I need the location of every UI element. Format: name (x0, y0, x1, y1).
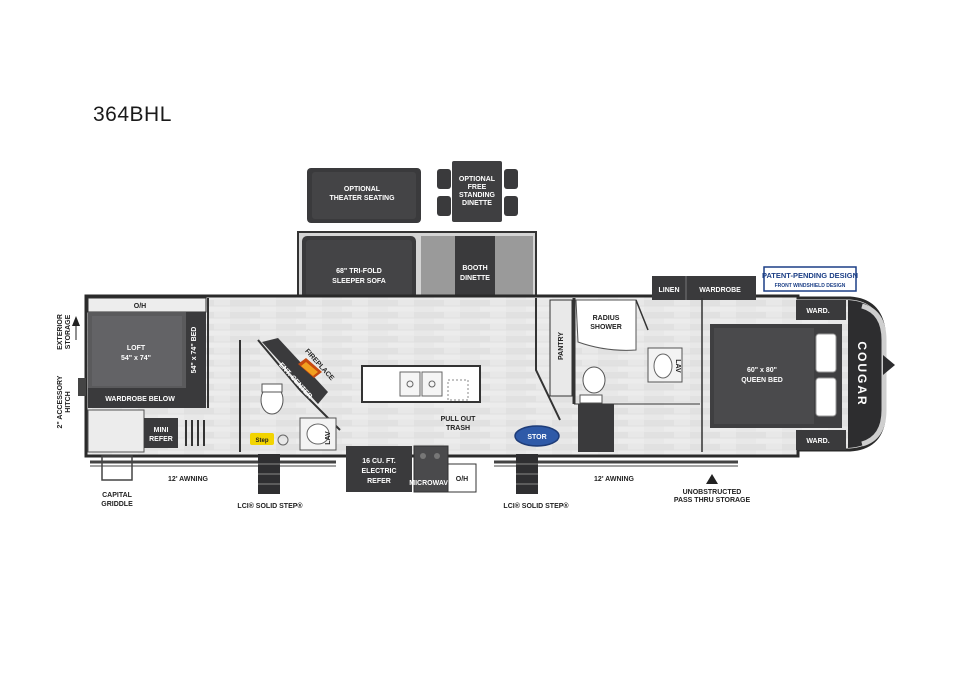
refer-2: ELECTRIC (362, 468, 397, 475)
linen-wardrobe: LINEN WARDROBE (652, 276, 756, 300)
theater-label-2: THEATER SEATING (329, 195, 395, 202)
model-title: 364BHL (93, 103, 172, 126)
sofa-label-2: SLEEPER SOFA (332, 278, 386, 285)
slideout-main: 68" TRI-FOLD SLEEPER SOFA BOOTH DINETTE (297, 231, 537, 303)
bunk-oh-label: O/H (134, 303, 146, 310)
kitchen-appliances: 16 CU. FT. ELECTRIC REFER MICROWAVE O/H (346, 445, 477, 493)
lav-rear: LAV (325, 431, 332, 445)
step-badge: Step (255, 438, 268, 444)
ward-top: WARD. (806, 308, 829, 315)
solid-step-right: LCI® SOLID STEP® (503, 502, 569, 510)
awning-right: 12' AWNING (594, 476, 634, 483)
step-right: LCI® SOLID STEP® (503, 454, 569, 510)
pull-out-trash-2: TRASH (446, 425, 470, 432)
bed-54-label: 54" x 74" BED (191, 327, 198, 374)
refer-1: 16 CU. FT. (362, 458, 396, 465)
microwave-label: MICROWAVE (409, 480, 453, 487)
dinette-opt-3: STANDING (459, 192, 496, 199)
rear-bath: LAV Step (239, 339, 341, 452)
dinette-opt-2: FREE (468, 184, 487, 191)
ext-storage-1: EXTERIOR (57, 314, 64, 350)
hitch-label-2: HITCH (65, 391, 72, 412)
master-bedroom: WARD. WARD. 60" x 80" QUEEN BED (701, 298, 846, 452)
bunk-room: O/H LOFT 54" x 74" 54" x 74" BED WARDROB… (87, 297, 209, 453)
stor-badge: STOR (514, 425, 560, 447)
shower-label-2: SHOWER (590, 324, 622, 331)
booth-label-1: BOOTH (462, 265, 487, 272)
dinette-opt-1: OPTIONAL (459, 176, 496, 183)
griddle-label-1: CAPITAL (102, 492, 133, 499)
kitchen-island: PULL OUT TRASH (361, 365, 481, 432)
lav-center: LAV (674, 359, 681, 373)
sofa-label-1: 68" TRI-FOLD (336, 268, 382, 275)
patent-badge: PATENT-PENDING DESIGN FRONT WINDSHIELD D… (762, 266, 858, 292)
stor-badge-label: STOR (527, 434, 546, 441)
wardrobe-label: WARDROBE (699, 287, 741, 294)
step-left: LCI® SOLID STEP® (237, 454, 303, 510)
awning-left: 12' AWNING (168, 476, 208, 483)
rear-exterior: EXTERIOR STORAGE 2" ACCESSORY HITCH (57, 314, 86, 428)
brand-logo: COUGAR (855, 341, 869, 406)
hitch-label-1: 2" ACCESSORY (57, 375, 64, 428)
queen-bed-2: QUEEN BED (741, 377, 783, 384)
mini-refer-2: REFER (149, 436, 173, 443)
ext-storage-2: STORAGE (65, 314, 72, 349)
wardrobe-below-label: WARDROBE BELOW (105, 396, 175, 403)
theater-label-1: OPTIONAL (344, 186, 381, 193)
pass-thru-1: UNOBSTRUCTED (683, 489, 742, 496)
pull-out-trash-1: PULL OUT (441, 416, 477, 423)
booth-label-2: DINETTE (460, 275, 490, 282)
capital-griddle: CAPITAL GRIDDLE (101, 455, 133, 508)
ward-bottom: WARD. (806, 438, 829, 445)
griddle-label-2: GRIDDLE (101, 501, 133, 508)
queen-bed-1: 60" x 80" (747, 367, 777, 374)
loft-label-1: LOFT (127, 345, 146, 352)
linen-label: LINEN (659, 287, 680, 294)
solid-step-left: LCI® SOLID STEP® (237, 502, 303, 510)
refer-3: REFER (367, 478, 391, 485)
patent-title: PATENT-PENDING DESIGN (762, 271, 858, 280)
pass-thru-storage: UNOBSTRUCTED PASS THRU STORAGE (674, 474, 751, 504)
kitchen-oh-label: O/H (456, 476, 468, 483)
patent-sub: FRONT WINDSHIELD DESIGN (775, 283, 846, 289)
optional-theater-seating: OPTIONAL THEATER SEATING (307, 168, 421, 223)
mini-refer-1: MINI (154, 427, 169, 434)
shower-label-1: RADIUS (593, 315, 620, 322)
trailer-body: COUGAR (84, 294, 895, 458)
pantry-label: PANTRY (558, 332, 565, 360)
dinette-opt-4: DINETTE (462, 200, 492, 207)
optional-free-standing-dinette: OPTIONAL FREE STANDING DINETTE (437, 161, 518, 222)
center-bath: PANTRY RADIUS SHOWER LAV (535, 298, 700, 452)
loft-label-2: 54" x 74" (121, 355, 151, 362)
pass-thru-2: PASS THRU STORAGE (674, 497, 751, 504)
